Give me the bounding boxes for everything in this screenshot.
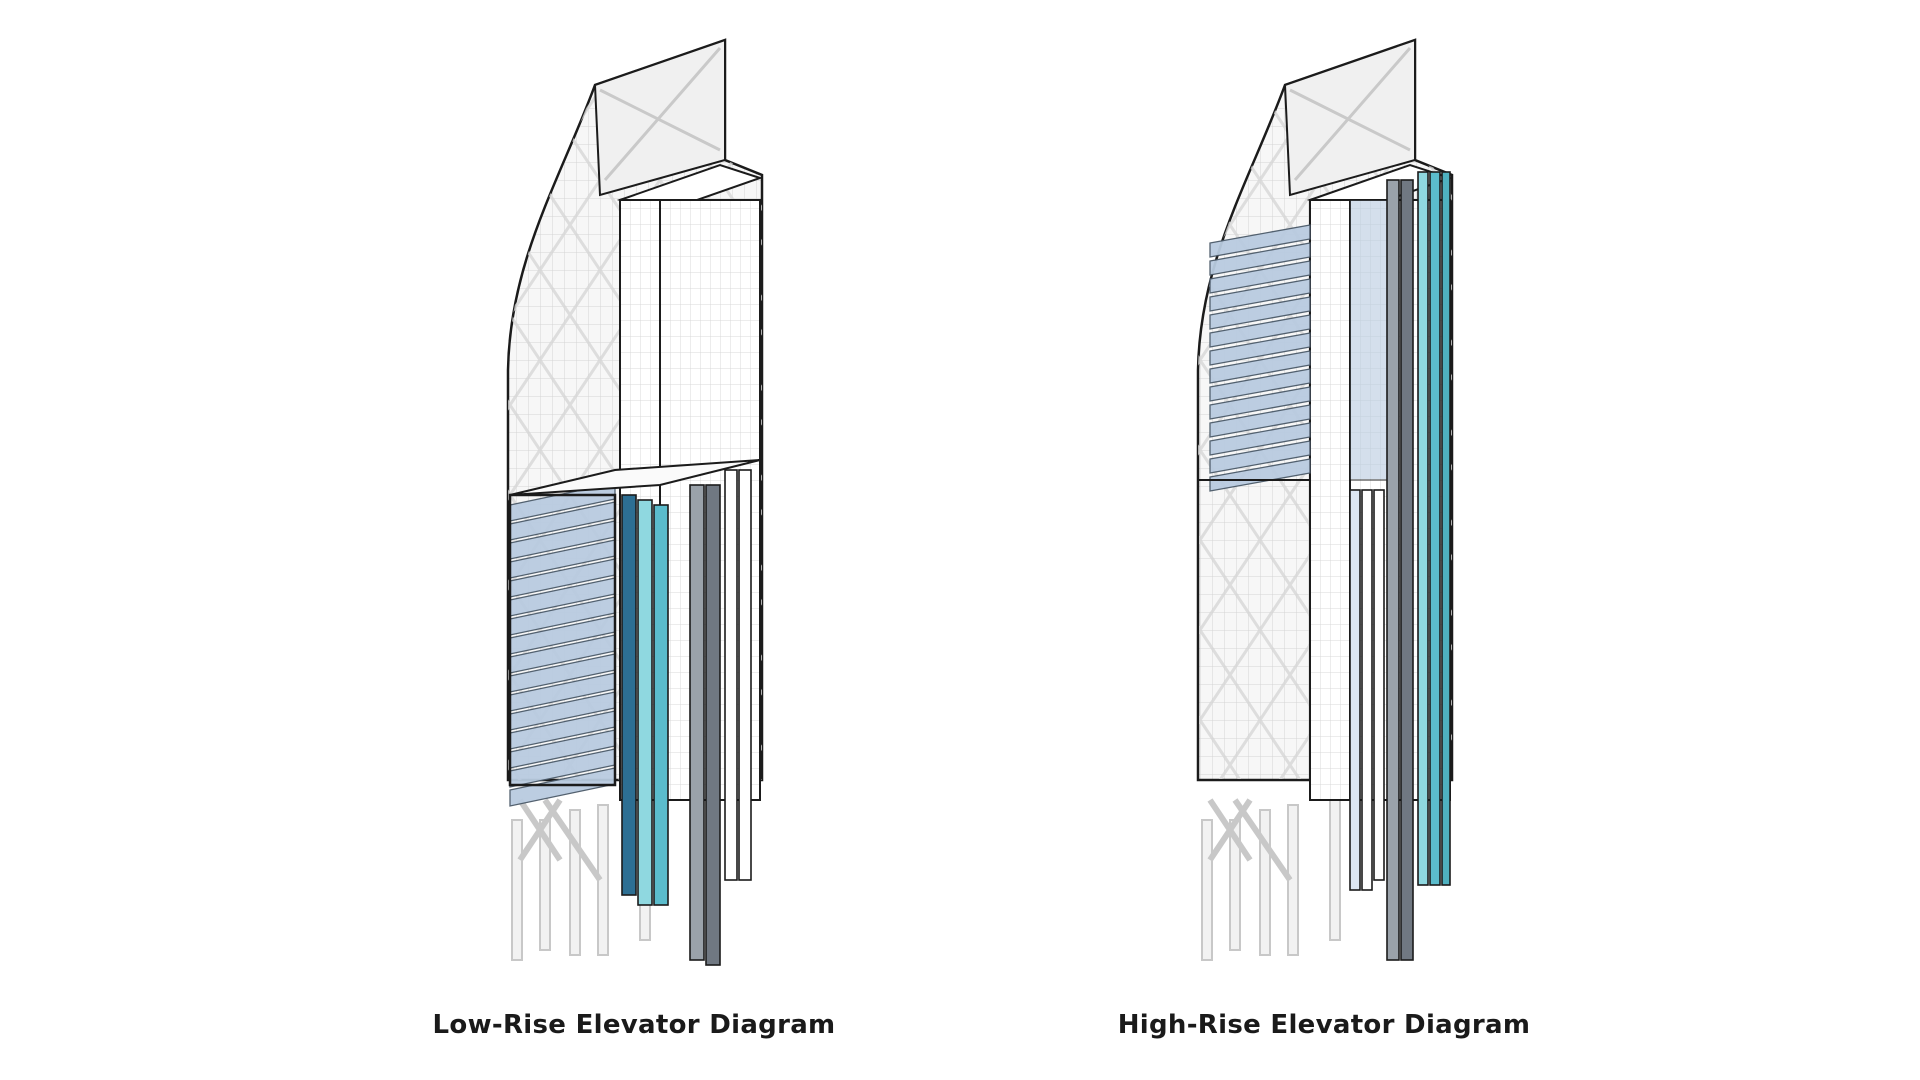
elevator-shaft [1400,179,1414,961]
elevator-shaft [1417,171,1429,886]
floor-plate [1209,224,1311,258]
elevator-shaft [1441,171,1451,886]
low-rise-diagram-caption: Low-Rise Elevator Diagram [432,1010,836,1040]
floor-plate [1209,440,1311,474]
elevator-shaft [653,504,669,906]
elevator-shaft [689,484,705,961]
floor-plate [1209,368,1311,402]
ghost-column [1201,819,1213,961]
core-face-left [1309,199,1351,801]
elevator-shaft [1386,179,1400,961]
ghost-column [569,809,581,956]
elevator-shaft [1349,489,1361,891]
ghost-brace [1207,798,1293,882]
elevator-shaft [637,499,653,906]
floor-plate [1209,350,1311,384]
elevator-shaft [1361,489,1373,891]
zone-box [508,493,617,787]
floor-plate [1209,278,1311,312]
low-rise-tower-illustration [506,38,764,966]
zone-box [1197,479,1311,781]
elevator-shaft [1429,171,1441,886]
crown-brace [599,47,722,181]
floor-plate [1209,458,1311,492]
elevator-shaft [621,494,637,896]
floor-plate [1209,332,1311,366]
crown-brace [1289,47,1412,181]
elevator-shaft [724,469,738,881]
floor-plate [1209,386,1311,420]
floor-plate [1209,242,1311,276]
ghost-column [511,819,523,961]
zone-top-slab [509,459,761,496]
elevator-shaft [705,484,721,966]
floor-plate [1209,314,1311,348]
ghost-column [1329,799,1341,941]
floor-plate [1209,404,1311,438]
floor-plate [1209,260,1311,294]
floor-plate [1209,422,1311,456]
ghost-column [1259,809,1271,956]
high-rise-diagram-caption: High-Rise Elevator Diagram [1117,1010,1531,1040]
floor-plate [1209,296,1311,330]
elevator-shaft [1373,489,1385,881]
ghost-brace [517,798,603,882]
elevator-shaft [738,469,752,881]
high-rise-tower-illustration [1196,38,1454,961]
